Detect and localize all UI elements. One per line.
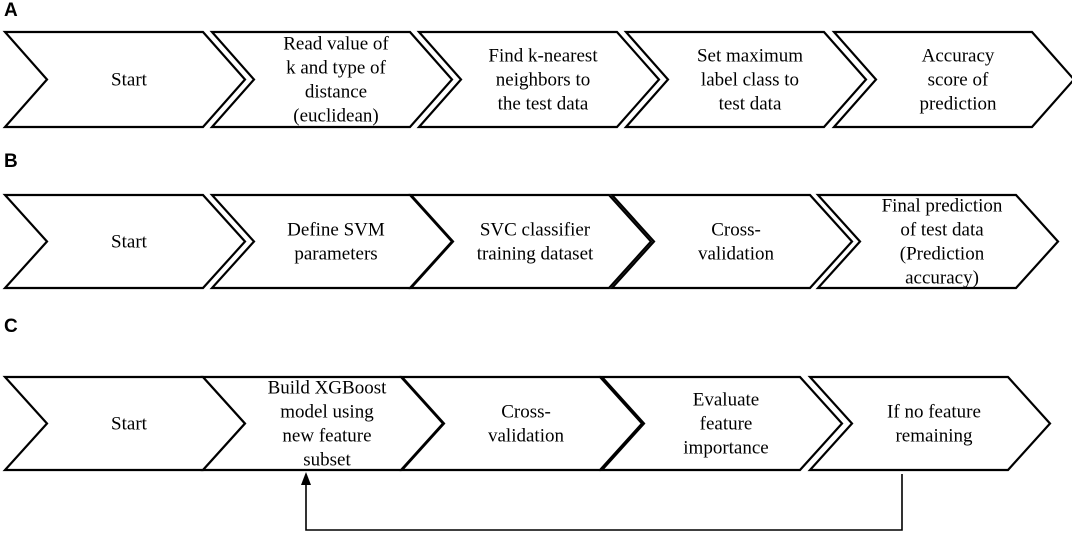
panel-b-flow: Start Define SVM parameters SVC classifier t… <box>2 193 1060 290</box>
step-label-line: Cross- <box>501 402 551 423</box>
step-label-line: accuracy) <box>905 268 979 289</box>
flow-step-c-5: If no feature remaining <box>807 375 1052 472</box>
step-label-line: subset <box>303 450 351 471</box>
step-label-line: label class to <box>701 70 799 91</box>
chevron-shape <box>623 30 868 129</box>
flow-step-a-4: Set maximum label class to test data <box>623 30 868 129</box>
step-label-line: Start <box>111 70 148 91</box>
flow-step-c-4: Evaluate feature importance <box>599 375 844 472</box>
step-label-line: Cross- <box>711 220 761 241</box>
step-label-line: importance <box>683 438 768 459</box>
step-label-line: prediction <box>919 94 997 115</box>
step-label-line: distance <box>305 82 367 103</box>
chevron-shape <box>831 30 1072 129</box>
step-label-line: Evaluate <box>693 390 759 411</box>
step-label-line: new feature <box>282 426 371 447</box>
chevron-shape <box>609 193 854 290</box>
flow-step-b-3: SVC classifier training dataset <box>408 193 653 290</box>
feedback-loop-line <box>305 474 903 531</box>
step-label-line: validation <box>488 426 564 447</box>
step-label-line: Read value of <box>283 34 389 55</box>
flow-step-a-5: Accuracy score of prediction <box>831 30 1072 129</box>
step-label-line: neighbors to <box>496 70 590 91</box>
panel-a-flow: Start Read value of k and type of distance (… <box>2 30 1072 129</box>
step-label-line: Final prediction <box>882 196 1003 217</box>
step-label-line: Accuracy <box>922 46 995 67</box>
flow-step-b-1: Start <box>2 193 247 290</box>
chevron-shape <box>807 375 1052 472</box>
chevron-shape <box>399 375 644 472</box>
step-label-line: Find k-nearest <box>488 46 598 67</box>
step-label-line: feature <box>700 414 753 435</box>
step-label-line: Start <box>111 232 148 253</box>
panel-label-b: B <box>4 151 18 172</box>
chevron-shape <box>209 30 454 129</box>
chevron-shape <box>416 30 661 129</box>
step-label-line: Start <box>111 414 148 435</box>
step-label-line: k and type of <box>286 58 386 79</box>
chevron-shape <box>408 193 653 290</box>
flow-step-b-5: Final prediction of test data (Prediction a… <box>815 193 1060 290</box>
chevron-shape <box>599 375 844 472</box>
flow-step-a-1: Start <box>2 30 247 129</box>
feedback-arrowhead-icon <box>301 472 311 485</box>
step-label-line: the test data <box>498 94 589 115</box>
panel-label-a: A <box>4 0 18 21</box>
step-label-line: score of <box>928 70 989 91</box>
step-label-line: parameters <box>294 244 377 265</box>
step-label-line: SVC classifier <box>480 220 591 241</box>
step-label-line: Build XGBoost <box>268 378 387 399</box>
chevron-shape <box>209 193 454 290</box>
panel-label-c: C <box>4 316 18 337</box>
step-label-line: training dataset <box>477 244 594 265</box>
step-label-line: (euclidean) <box>293 106 378 127</box>
step-label-line: test data <box>719 94 782 115</box>
flow-step-b-2: Define SVM parameters <box>209 193 454 290</box>
flow-step-a-3: Find k-nearest neighbors to the test data <box>416 30 661 129</box>
flow-step-c-2: Build XGBoost model using new feature subse… <box>200 375 445 472</box>
flow-step-c-1: Start <box>2 375 247 472</box>
step-label-line: remaining <box>895 426 973 447</box>
chevron-shape <box>2 193 247 290</box>
chevron-shape <box>2 30 247 129</box>
chevron-shape <box>815 193 1060 290</box>
step-label-line: of test data <box>900 220 984 241</box>
step-label-line: If no feature <box>887 402 981 423</box>
flow-step-b-4: Cross-validation <box>609 193 854 290</box>
flow-step-a-2: Read value of k and type of distance (eucli… <box>209 30 454 129</box>
flow-step-c-3: Cross-validation <box>399 375 644 472</box>
step-label-line: Set maximum <box>697 46 803 67</box>
panel-c-flow: Start Build XGBoost model using new feature… <box>2 375 1052 531</box>
step-label-line: Define SVM <box>287 220 385 241</box>
step-label-line: validation <box>698 244 774 265</box>
step-label-line: model using <box>280 402 374 423</box>
step-label-line: (Prediction <box>900 244 985 265</box>
